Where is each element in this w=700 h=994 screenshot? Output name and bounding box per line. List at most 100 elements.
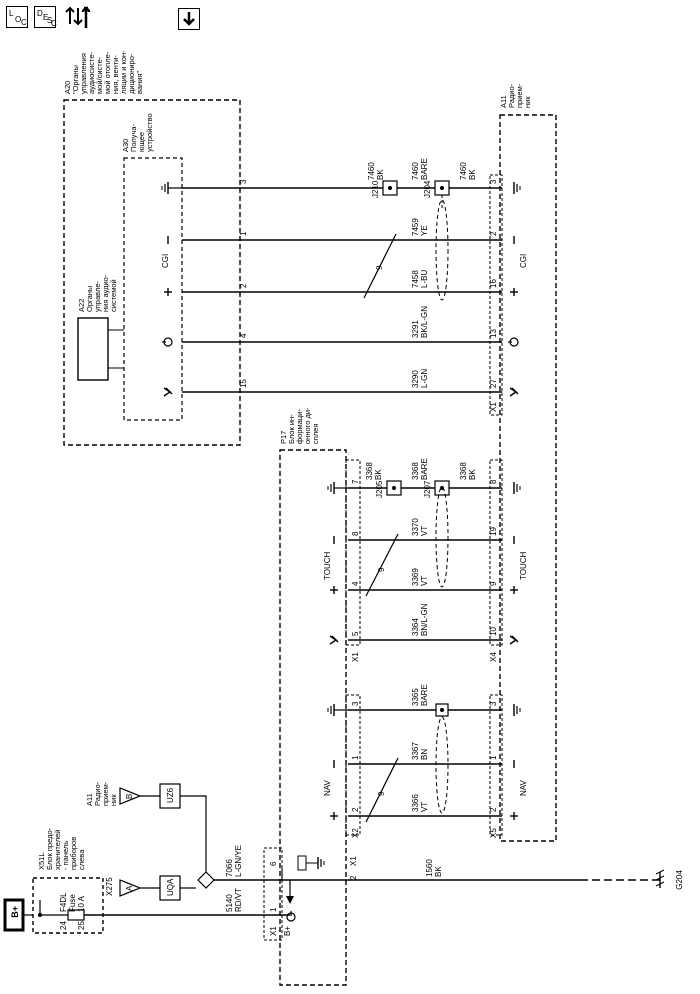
pin-left: 2 — [351, 807, 360, 812]
a20-outline — [63, 99, 241, 446]
location-button[interactable]: L O C — [6, 6, 28, 28]
download-button[interactable] — [178, 8, 200, 30]
pin-right: 3 — [489, 179, 498, 184]
wire-5140-num: 5140 — [225, 894, 234, 912]
twist-marker — [363, 233, 397, 299]
wire-color: L-BU — [420, 270, 429, 288]
ground-wire-color: BK — [434, 866, 443, 877]
wire-color: VT — [420, 576, 429, 586]
touch-label-right: TOUCH — [519, 551, 528, 580]
a30-title-line: ющее — [137, 132, 146, 152]
a11-title-line: прием- — [515, 83, 524, 108]
conn-label: X1 — [351, 652, 360, 662]
a20-title-line: A20 — [63, 81, 72, 94]
pin-right: 1 — [489, 755, 498, 760]
bottom-pin2: 2 — [349, 875, 358, 880]
pin-right: 2 — [489, 807, 498, 812]
cgi-label-left: CGI — [161, 254, 170, 268]
a22-box — [77, 317, 109, 381]
wire-color: VT — [420, 526, 429, 536]
ground-icon — [161, 182, 169, 194]
ground-wire-num: 1560 — [425, 859, 434, 877]
wire-num: 3291 — [411, 320, 420, 338]
wire-7066-color: L-GN/YE — [234, 845, 243, 877]
wire-color: BARE — [420, 458, 429, 480]
a11-title-line: A11 — [499, 95, 508, 108]
ground-icon — [513, 182, 521, 194]
wire-num: 3368 — [459, 462, 468, 480]
a11-outline — [499, 114, 557, 842]
wire-num: 7460 — [367, 162, 376, 180]
pin-left: 3 — [351, 701, 360, 706]
wire-num: 3368 — [365, 462, 374, 480]
conn-x2 — [345, 694, 361, 836]
pin-right: 16 — [489, 279, 498, 288]
pin-left: 15 — [239, 379, 248, 388]
conn-x4 — [489, 459, 503, 646]
wire-color: BARE — [420, 684, 429, 706]
a30-outline — [123, 157, 183, 421]
x275-connector — [119, 875, 196, 901]
down-arrow-icon — [183, 12, 195, 26]
p17-title-line: онного ди- — [303, 407, 312, 444]
pin-right: 27 — [489, 379, 498, 388]
wire-color: BK — [374, 469, 383, 480]
wire-num: 3364 — [411, 618, 420, 636]
fuse-block-title-line: - панель — [61, 841, 70, 870]
fuse-pin-out: 25 — [77, 921, 86, 930]
wire-num: 3369 — [411, 568, 420, 586]
wire-color: BARE — [420, 158, 429, 180]
p17-title-line: P17 — [279, 431, 288, 444]
pin-right: 9 — [489, 581, 498, 586]
a11-ref-title-line: ник — [109, 794, 118, 806]
tools-icon[interactable] — [64, 4, 94, 32]
p17-title-line: сплея — [311, 424, 320, 444]
loc-letter-o: O — [15, 15, 22, 24]
fuse-pin-in: 24 — [59, 921, 68, 930]
x275-label: X275 — [105, 877, 114, 896]
a20-title-line: ния, венти- — [111, 55, 120, 94]
wire-num: 7460 — [411, 162, 420, 180]
fuse-block-title-line: X51L — [37, 852, 46, 870]
cgi-label-right: CGI — [519, 254, 528, 268]
wire-num: 3367 — [411, 742, 420, 760]
a20-title-line: вания" — [135, 71, 144, 94]
a20-title-line: мой отопле- — [103, 51, 112, 94]
desc-letter-d: D — [37, 9, 43, 18]
wire-color: BK — [376, 169, 385, 180]
pin-left: 2 — [239, 283, 248, 288]
twist-count: 9 — [375, 265, 384, 270]
a22-title-line: Органы — [85, 286, 94, 312]
a11-ref-title-line: прием- — [101, 781, 110, 806]
a22-title-line: системой — [109, 279, 118, 312]
ground-icon — [513, 704, 521, 716]
conn-x1-p17 — [345, 459, 361, 646]
description-button[interactable]: D E S C — [34, 6, 57, 28]
p17-outline — [279, 449, 347, 986]
plus-icon — [330, 812, 338, 820]
bottom-x1-right: X1 — [349, 856, 358, 866]
pin-right: 8 — [489, 479, 498, 484]
plus-icon — [510, 586, 518, 594]
wire-num: 7460 — [459, 162, 468, 180]
nav-label-left: NAV — [323, 779, 332, 796]
twist-marker — [365, 757, 399, 823]
plus-icon — [330, 586, 338, 594]
a20-title-line: диционирo- — [127, 53, 136, 94]
wire-color: L-GN — [420, 369, 429, 388]
ground-ref: G204 — [675, 870, 684, 890]
power-label: B+ — [10, 906, 20, 918]
wire-7066-num: 7066 — [225, 859, 234, 877]
a11-title-line: Радио- — [507, 83, 516, 108]
twist-marker — [365, 533, 399, 597]
fuse-rating: 10 A — [77, 895, 86, 912]
pin-right: 2 — [489, 231, 498, 236]
p17-internal-components — [281, 855, 325, 922]
a20-title-line: аудиосисте- — [87, 51, 96, 94]
pin-left: 1 — [351, 755, 360, 760]
